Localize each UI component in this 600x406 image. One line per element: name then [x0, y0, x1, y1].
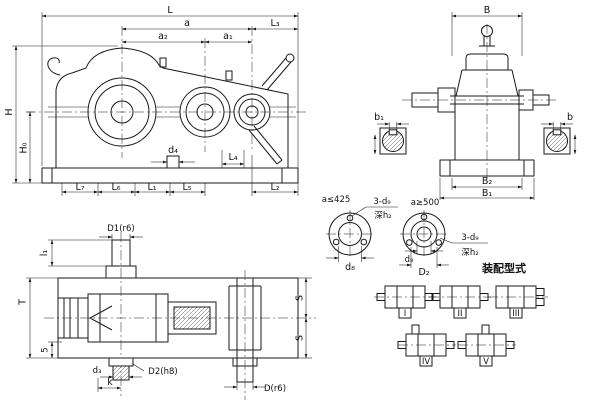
assembly-configurations: 装配型式 I II [374, 261, 548, 367]
input-shaft-collar [105, 265, 137, 279]
oil-drain-pipe [248, 125, 283, 165]
assembly-type-4: IV [397, 324, 456, 367]
dim-label-L2: L₂ [270, 182, 279, 193]
gear-section [173, 306, 211, 330]
dim-label-k: k [107, 377, 113, 388]
dim-label-d8-small: d₈ [345, 262, 355, 273]
assembly-type-2-label: II [457, 309, 462, 319]
assembly-type-1: I [374, 285, 436, 319]
keyway [388, 129, 398, 136]
dim-label-L7: L₇ [75, 182, 84, 193]
dim-label-D2-large: D₂ [418, 267, 429, 278]
side-view: B b₁ b B₂ B₁ [373, 5, 577, 200]
condition-label-small: a≤425 [322, 195, 351, 205]
key-section-detail-right [541, 122, 577, 155]
top-view: D1(r6) l₁ T 5 S S d₃ D2(h8) k D(r6) [18, 224, 316, 400]
tapped-hole [332, 238, 340, 246]
tapped-hole [360, 238, 368, 246]
assembly-title: 装配型式 [481, 261, 526, 275]
dim-label-d4: d₄ [168, 145, 178, 156]
holes-label-small: 3-d₉ [373, 197, 391, 207]
front-view-housing [41, 47, 299, 184]
assembly-type-3-label: III [512, 309, 520, 319]
drain-plug [166, 155, 180, 169]
input-shaft-bearing-bore [87, 77, 157, 147]
rib-pointer [88, 305, 113, 331]
tapped-hole [406, 239, 413, 246]
lower-input-collar [108, 357, 134, 367]
dim-label-H: H [4, 108, 15, 115]
assembly-type-5: V [457, 324, 516, 367]
condition-label-large: a≥500 [411, 198, 440, 208]
output-shaft-bearing-bore [233, 93, 271, 131]
dim-label-d8-large: d₈ [405, 255, 414, 265]
input-shaft-end [411, 92, 439, 108]
oil-dipstick [261, 53, 295, 91]
output-shaft-end [532, 94, 550, 106]
shaft-end-detail-large: a≥500 3-d₉ 深h₂ d₈ D₂ [399, 198, 488, 278]
tapped-hole [346, 214, 354, 222]
dim-label-S-upper: S [295, 295, 306, 301]
dim-label-a: a [184, 18, 190, 29]
dim-label-D1: D1(r6) [107, 224, 135, 234]
output-shaft-collar [232, 357, 258, 367]
side-view-centerlines [402, 24, 558, 186]
depth-label-large: 深h₂ [461, 248, 478, 258]
dim-label-a1: a₁ [223, 31, 233, 42]
dim-label-L6: L₆ [111, 182, 120, 193]
dim-label-b: b [567, 112, 573, 123]
dim-label-l1: l₁ [39, 250, 50, 257]
tapped-hole [420, 213, 428, 221]
dim-label-D2h8: D2(h8) [148, 367, 177, 377]
depth-label-small: 深h₂ [374, 211, 391, 221]
eye-bolt [481, 25, 493, 37]
dim-label-Dr6: D(r6) [264, 384, 286, 394]
shaft-end-detail-small: a≤425 3-d₉ 深h₂ d₈ [322, 195, 398, 273]
keyway [552, 129, 562, 136]
top-view-dimensions [26, 234, 312, 392]
assembly-type-4-label: IV [422, 357, 431, 367]
holes-label-large: 3-d₉ [461, 233, 479, 243]
dim-label-H0: H₀ [19, 142, 30, 153]
key-section-detail-left [373, 122, 409, 155]
dim-label-B: B [484, 5, 491, 16]
dim-label-a2: a₂ [158, 31, 168, 42]
flange-bolt [225, 70, 233, 81]
dim-label-L5: L₅ [182, 182, 191, 193]
side-view-dimensions [439, 12, 535, 200]
assembly-type-1-label: I [404, 309, 407, 319]
dim-label-d3: d₃ [93, 366, 102, 376]
side-view-housing [411, 25, 550, 177]
intermediate-shaft-bearing-bore [179, 86, 231, 138]
assembly-type-3: III [488, 285, 548, 319]
front-view-dimensions [12, 12, 299, 196]
front-view: L a L₃ a₂ a₁ H H₀ d₄ L₄ L₇ L₆ L₁ L₅ L₂ [4, 5, 306, 196]
assembly-type-2: II [429, 285, 491, 319]
dim-label-L3: L₃ [270, 18, 279, 29]
dim-label-L1: L₁ [147, 182, 156, 193]
tapped-hole [435, 239, 443, 246]
assembly-type-5-label: V [483, 357, 489, 367]
top-view-body [57, 239, 299, 383]
dim-label-L4: L₄ [228, 152, 237, 163]
dim-label-B1: B₁ [482, 188, 493, 199]
lifting-hook [47, 57, 61, 76]
dim-label-L: L [167, 5, 173, 16]
dim-label-5: 5 [41, 347, 51, 352]
flange-bolt [159, 57, 167, 68]
dim-label-T: T [18, 299, 29, 306]
dim-label-B2: B₂ [482, 176, 493, 187]
dim-label-S-lower: S [295, 335, 306, 341]
dim-label-b1: b₁ [374, 112, 384, 123]
